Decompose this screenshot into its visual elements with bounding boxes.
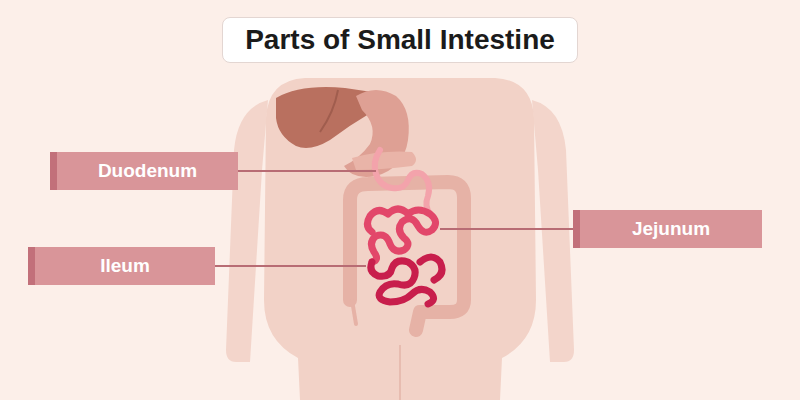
leader-line: [215, 265, 366, 267]
large-intestine: [350, 182, 464, 330]
jejunum: [367, 209, 435, 262]
label-text: Duodenum: [98, 160, 197, 183]
leader-line: [440, 228, 573, 230]
label-box: Duodenum: [50, 152, 238, 190]
appendix: [352, 300, 356, 324]
title-text: Parts of Small Intestine: [223, 23, 577, 57]
duodenum: [375, 150, 430, 214]
left-arm: [226, 100, 268, 362]
pancreas: [352, 152, 416, 170]
torso: [264, 78, 536, 400]
label-text: Ileum: [100, 255, 150, 278]
right-arm: [532, 100, 574, 362]
label-box: Ileum: [28, 247, 215, 285]
label-box: Jejunum: [573, 210, 762, 248]
ileum: [371, 261, 434, 304]
leader-line: [238, 170, 376, 172]
liver-lobe-line: [320, 90, 338, 132]
leg-split: [399, 345, 401, 400]
title-box: Parts of Small Intestine: [222, 17, 578, 63]
ileum-coil: [420, 257, 442, 280]
label-text: Jejunum: [632, 218, 710, 241]
